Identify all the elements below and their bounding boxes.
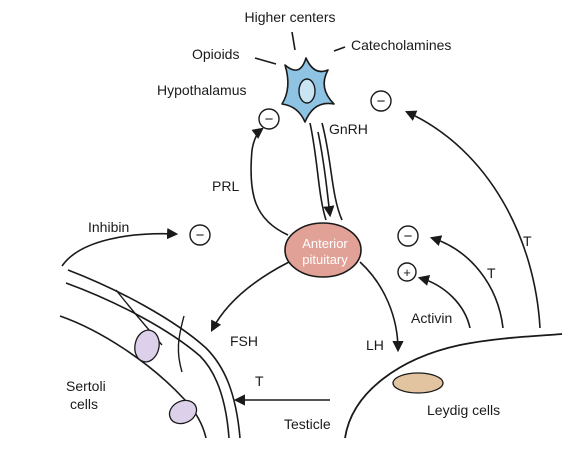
t-mid-label: T	[487, 265, 496, 281]
fsh-arrow	[210, 261, 290, 332]
lh-arrow	[359, 261, 404, 353]
negative-feedback-t-symbol: −	[370, 90, 392, 112]
sertoli-label-line1: Sertoli	[66, 378, 106, 394]
prl-arrow	[250, 127, 289, 236]
catecholamines-label: Catecholamines	[351, 37, 451, 53]
minus-sign: −	[377, 93, 386, 110]
negative-feedback-inhibin-symbol: −	[189, 224, 211, 246]
t-bottom-label: T	[255, 373, 264, 389]
hypothalamus-nucleus	[298, 78, 316, 104]
opioids-input-line	[254, 57, 277, 65]
gnrh-arrow	[317, 131, 335, 218]
sertoli-nucleus	[168, 399, 198, 425]
t-top-arrow	[404, 110, 541, 329]
hypothalamus-label: Hypothalamus	[157, 82, 247, 98]
minus-sign: −	[196, 227, 205, 244]
fsh-label: FSH	[230, 333, 258, 349]
testicle-outline	[344, 333, 563, 439]
prl-label: PRL	[212, 178, 239, 194]
positive-feedback-activin-symbol: +	[397, 262, 417, 282]
sertoli-nucleus	[134, 329, 160, 363]
t-mid-arrow	[429, 235, 504, 329]
t-top-label: T	[523, 233, 532, 249]
catecholamines-input-line	[333, 46, 346, 52]
seminiferous-tubule	[59, 269, 241, 439]
hypothalamus-neuron	[281, 57, 335, 123]
anterior-pituitary-label-line1: Anterior	[302, 236, 348, 251]
testicle-label: Testicle	[284, 416, 331, 432]
activin-label: Activin	[411, 310, 452, 326]
anterior-pituitary: Anterior pituitary	[284, 222, 362, 278]
leydig-cell	[392, 372, 444, 394]
negative-feedback-t-mid-symbol: −	[397, 225, 419, 247]
lh-label: LH	[366, 337, 384, 353]
sertoli-label-line2: cells	[70, 396, 98, 412]
activin-arrow	[417, 275, 471, 329]
anterior-pituitary-label-line2: pituitary	[302, 252, 348, 267]
gnrh-line-right	[321, 122, 343, 221]
higher-centers-input-line	[291, 31, 296, 51]
inhibin-arrow	[61, 228, 179, 267]
minus-sign: −	[404, 228, 413, 245]
negative-feedback-prl-symbol: −	[258, 108, 280, 130]
opioids-label: Opioids	[192, 46, 239, 62]
gnrh-line-left	[309, 122, 327, 221]
minus-sign: −	[265, 111, 274, 128]
leydig-label: Leydig cells	[427, 402, 500, 418]
higher-centers-label: Higher centers	[244, 9, 335, 25]
plus-sign: +	[403, 265, 411, 280]
inhibin-label: Inhibin	[88, 219, 129, 235]
gnrh-label: GnRH	[329, 121, 368, 137]
